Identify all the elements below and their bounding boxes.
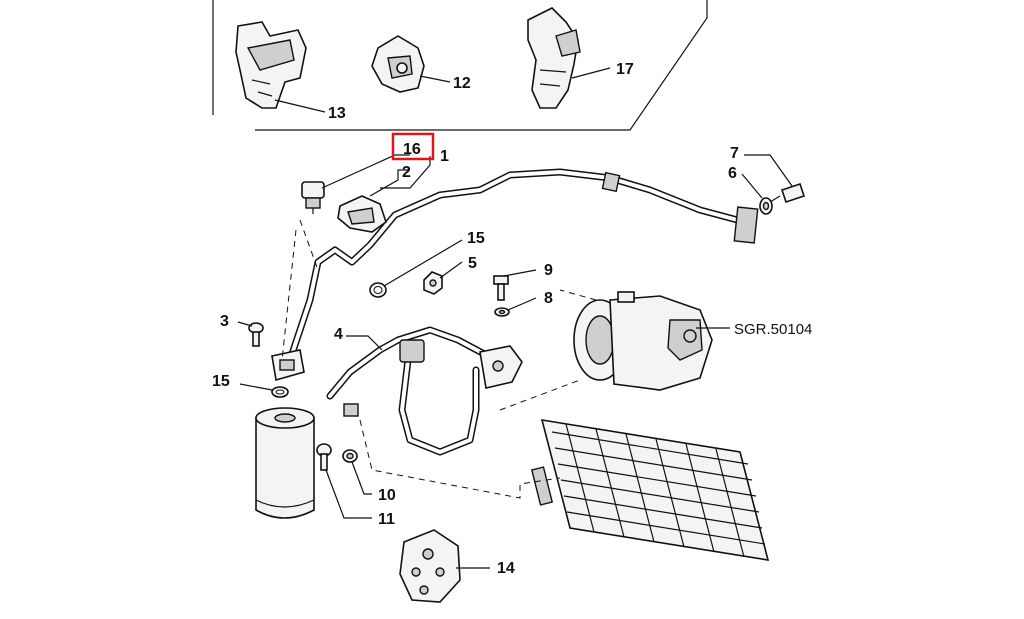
- leader-17: [571, 67, 611, 79]
- leader-7: [744, 154, 793, 187]
- assembly-dashes: [281, 219, 597, 499]
- leader-6: [741, 173, 763, 199]
- part-5-nut[interactable]: [423, 271, 443, 295]
- part-6-washer[interactable]: [759, 197, 773, 215]
- part-2-clamp[interactable]: [337, 195, 387, 233]
- callout-17: 17: [616, 61, 634, 78]
- leader-10: [351, 461, 372, 495]
- callout-11: 11: [378, 511, 395, 528]
- part-15-oring-lower[interactable]: [271, 386, 289, 398]
- callout-14: 14: [497, 560, 515, 577]
- part-8-washer[interactable]: [494, 307, 510, 317]
- callout-12: 12: [453, 75, 471, 92]
- receiver-drier[interactable]: [255, 407, 315, 519]
- callout-6: 6: [728, 165, 737, 182]
- part-16-pressure-switch[interactable]: [301, 181, 325, 214]
- part-4-pipe[interactable]: [326, 326, 523, 456]
- part-1-pipe[interactable]: [286, 168, 759, 364]
- callout-7: 7: [730, 145, 739, 162]
- callout-5: 5: [468, 255, 477, 272]
- callout-9: 9: [544, 262, 553, 279]
- callout-16: 16: [403, 141, 421, 158]
- reference-label: SGR.50104: [734, 321, 812, 338]
- part-14-seal-kit[interactable]: [399, 529, 461, 603]
- leader-11: [325, 469, 372, 519]
- callout-4: 4: [334, 326, 343, 343]
- part-7-bolt[interactable]: [769, 182, 806, 204]
- drier-fitting[interactable]: [271, 349, 305, 382]
- inset-frame: [212, 0, 708, 131]
- highlight-16: [391, 132, 435, 161]
- callout-1: 1: [440, 148, 449, 165]
- part-9-bolt[interactable]: [493, 275, 509, 301]
- leader-2: [369, 169, 408, 197]
- leader-4: [346, 335, 383, 351]
- condenser[interactable]: [530, 419, 770, 561]
- leader-1: [380, 156, 431, 189]
- part-15-oring-upper[interactable]: [369, 282, 387, 298]
- leader-5: [439, 261, 463, 279]
- leader-15a: [383, 239, 463, 287]
- part-13-bracket[interactable]: [235, 21, 307, 109]
- leader-16: [321, 154, 410, 189]
- callout-8: 8: [544, 290, 553, 307]
- callout-2: 2: [402, 164, 411, 181]
- callout-13: 13: [328, 105, 346, 122]
- leader-9: [503, 269, 537, 277]
- part-12-clamp[interactable]: [371, 35, 425, 93]
- callout-15-upper: 15: [467, 230, 485, 247]
- callout-15-lower: 15: [212, 373, 230, 390]
- part-17-clamp[interactable]: [527, 7, 581, 109]
- part-11-bolt[interactable]: [316, 443, 332, 471]
- part-3-bolt[interactable]: [248, 322, 264, 347]
- leader-13: [274, 99, 326, 113]
- part-10-washer[interactable]: [342, 449, 358, 463]
- leader-15b: [239, 383, 273, 391]
- compressor-assembly[interactable]: [573, 291, 713, 391]
- callout-10: 10: [378, 487, 396, 504]
- leader-8: [507, 297, 537, 311]
- callout-3: 3: [220, 313, 229, 330]
- leader-12: [419, 75, 451, 83]
- leader-3: [237, 321, 253, 327]
